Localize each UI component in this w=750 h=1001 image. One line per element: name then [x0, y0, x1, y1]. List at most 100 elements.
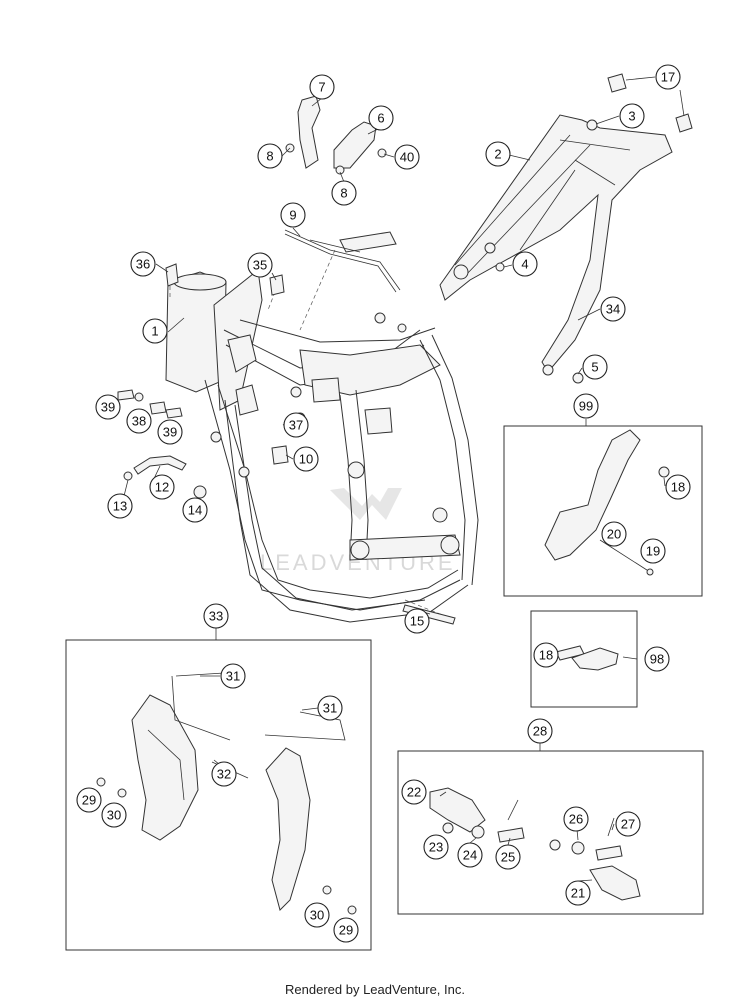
callout-14: 14	[182, 497, 208, 523]
callout-label: 12	[155, 480, 169, 495]
bracket-10	[271, 445, 289, 465]
pin-25	[497, 827, 525, 843]
side-stand-20	[544, 429, 641, 561]
callout-10: 10	[293, 446, 319, 472]
callout-6: 6	[368, 105, 394, 131]
callout-label: 32	[217, 767, 231, 782]
watermark: LEADVENTURE	[260, 488, 453, 575]
clip-36	[165, 263, 179, 287]
callout-label: 30	[310, 908, 324, 923]
callout-label: 9	[289, 208, 296, 223]
group-box-99	[503, 425, 703, 597]
callout-label: 38	[132, 414, 146, 429]
callout-8a: 8	[257, 143, 283, 169]
washer-23	[442, 822, 454, 834]
callout-label: 23	[429, 840, 443, 855]
callout-label: 19	[646, 544, 660, 559]
callout-label: 4	[521, 257, 528, 272]
callout-label: 30	[107, 808, 121, 823]
bolt-39	[165, 407, 183, 419]
callout-label: 18	[539, 648, 553, 663]
callout-label: 35	[253, 258, 267, 273]
callout-8b: 8	[331, 180, 357, 206]
callout-7: 7	[309, 74, 335, 100]
clip-13	[123, 471, 133, 481]
callout-label: 26	[569, 812, 583, 827]
engine-bracket-6	[333, 121, 377, 169]
callout-37: 37	[283, 412, 309, 438]
bolt-39	[117, 389, 135, 401]
callout-15: 15	[404, 608, 430, 634]
callout-label: 98	[650, 652, 664, 667]
callout-label: 40	[400, 150, 414, 165]
screw-29	[96, 777, 106, 787]
main-frame	[165, 269, 479, 623]
callout-18b: 18	[533, 642, 559, 668]
callout-40: 40	[394, 144, 420, 170]
footrest-21	[589, 865, 641, 901]
nut-38	[149, 401, 167, 415]
pin-19	[646, 568, 654, 576]
callout-29b: 29	[333, 917, 359, 943]
bracket-98	[571, 647, 619, 671]
callout-33: 33	[203, 603, 229, 629]
callout-27: 27	[615, 811, 641, 837]
callout-5: 5	[582, 354, 608, 380]
callout-39a: 39	[95, 394, 121, 420]
washer-30	[322, 885, 332, 895]
callout-35: 35	[247, 252, 273, 278]
callout-label: 24	[463, 848, 477, 863]
group-box-28	[397, 750, 704, 915]
callout-2: 2	[485, 141, 511, 167]
callout-30b: 30	[304, 902, 330, 928]
bushing-37	[290, 386, 302, 398]
callout-23: 23	[423, 834, 449, 860]
callout-label: 6	[377, 111, 384, 126]
callout-19: 19	[640, 538, 666, 564]
callout-label: 31	[323, 701, 337, 716]
cable-harness-9	[284, 229, 401, 293]
pin	[595, 845, 623, 861]
callout-4: 4	[512, 251, 538, 277]
callout-label: 8	[266, 149, 273, 164]
callout-31b: 31	[317, 695, 343, 721]
hose-12	[133, 455, 187, 475]
nut-18	[658, 466, 670, 478]
callout-label: 37	[289, 418, 303, 433]
frame-protector-left	[131, 694, 199, 841]
callout-20: 20	[601, 521, 627, 547]
callout-label: 29	[339, 923, 353, 938]
callout-26: 26	[563, 806, 589, 832]
callout-3: 3	[619, 103, 645, 129]
callout-label: 5	[591, 360, 598, 375]
callout-label: 8	[340, 186, 347, 201]
callout-label: 1	[151, 324, 158, 339]
callout-label: 39	[163, 425, 177, 440]
callout-label: 25	[501, 850, 515, 865]
callout-label: 39	[101, 400, 115, 415]
callout-9: 9	[280, 202, 306, 228]
callout-32: 32	[211, 761, 237, 787]
callout-99: 99	[573, 393, 599, 419]
callout-36: 36	[130, 251, 156, 277]
spring-24	[471, 825, 485, 839]
grommet-14	[193, 485, 207, 499]
cable-tie-31	[264, 711, 346, 741]
group-box-33	[65, 639, 372, 951]
clip-35	[269, 274, 285, 296]
callout-label: 2	[494, 147, 501, 162]
callout-98: 98	[644, 646, 670, 672]
cotter-pin-27	[607, 817, 615, 837]
nut-40	[377, 148, 387, 158]
cable-tie-31	[171, 675, 231, 741]
subframe	[439, 114, 673, 376]
engine-bracket-7	[297, 95, 321, 169]
screw-8	[335, 165, 345, 175]
callout-25: 25	[495, 844, 521, 870]
callout-label: 17	[661, 70, 675, 85]
footrest-22	[429, 787, 486, 833]
callout-label: 21	[571, 886, 585, 901]
callout-39b: 39	[157, 419, 183, 445]
callout-label: 29	[82, 793, 96, 808]
callout-29a: 29	[76, 787, 102, 813]
